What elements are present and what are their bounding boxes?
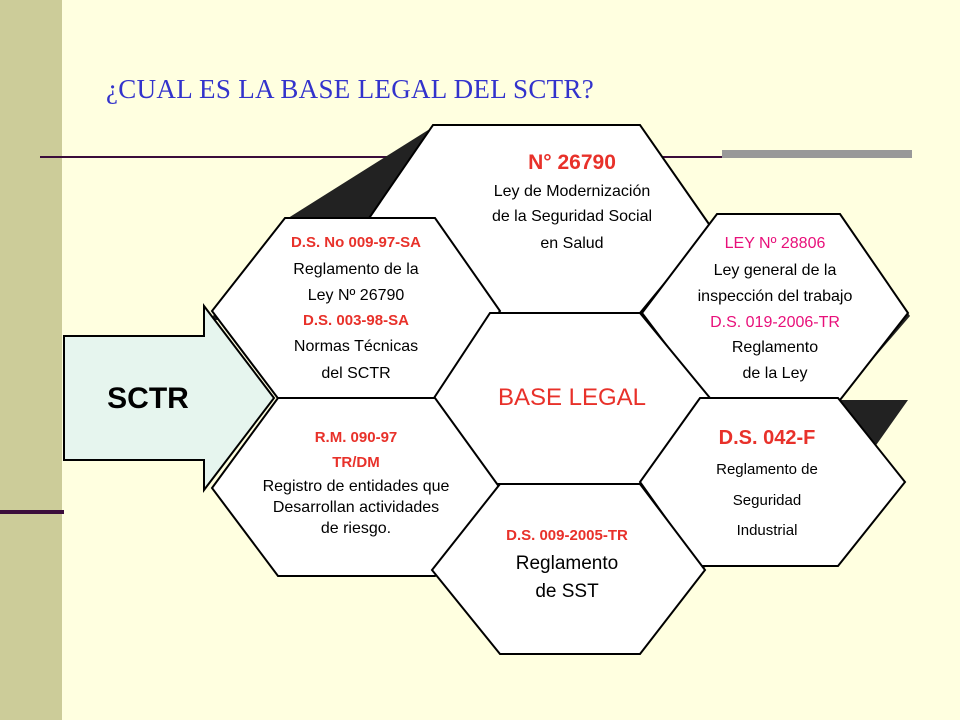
hex-upper-right-line-3: inspección del trabajo: [697, 288, 853, 305]
left-sidebar-band: [0, 0, 62, 720]
hex-top-line-3: en Salud: [540, 235, 604, 252]
hex-bottom-line-2: Reglamento: [515, 553, 619, 574]
center-label: BASE LEGAL: [497, 384, 647, 411]
hex-lower-left-line-2: TR/DM: [332, 454, 380, 471]
hex-lower-left-line-4: Desarrollan actividades: [272, 499, 440, 516]
slide-title: ¿CUAL ES LA BASE LEGAL DEL SCTR?: [106, 74, 595, 104]
title-rule-accent: [722, 150, 912, 158]
hex-top-line-1: Ley de Modernización: [493, 183, 651, 200]
hex-upper-right-line-4: D.S. 019-2006-TR: [710, 314, 840, 331]
sctr-arrow: [63, 303, 276, 493]
hex-upper-right-line-1: LEY Nº 28806: [724, 235, 826, 252]
hex-lower-right-line-2: Seguridad: [732, 492, 802, 509]
hex-upper-left-line-3: Ley Nº 26790: [307, 287, 405, 304]
hex-upper-left-line-2: Reglamento de la: [293, 261, 419, 278]
hex-lower-right-heading: D.S. 042-F: [718, 427, 816, 449]
hex-upper-right-line-6: de la Ley: [742, 365, 808, 382]
hex-lower-right-line-3: Industrial: [736, 522, 798, 539]
hex-top-heading: N° 26790: [528, 151, 616, 174]
hex-upper-right-line-2: Ley general de la: [713, 262, 837, 279]
hex-lower-left: [210, 397, 502, 577]
hex-upper-left-line-6: del SCTR: [321, 365, 391, 382]
hex-upper-left-line-1: D.S. No 009-97-SA: [290, 234, 422, 251]
hex-top-line-2: de la Seguridad Social: [491, 208, 653, 225]
hex-bottom-line-3: de SST: [535, 581, 599, 602]
hex-upper-left-line-5: Normas Técnicas: [293, 338, 419, 355]
hex-upper-right-line-5: Reglamento: [731, 339, 819, 356]
hex-lower-right: [638, 397, 907, 567]
hex-lower-left-line-1: R.M. 090-97: [314, 429, 398, 446]
hex-lower-right-line-1: Reglamento de: [716, 461, 818, 478]
hex-upper-left-line-4: D.S. 003-98-SA: [303, 312, 409, 329]
arrow-label: SCTR: [107, 382, 189, 415]
hex-lower-left-line-5: de riesgo.: [320, 520, 392, 537]
hex-lower-left-line-3: Registro de entidades que: [262, 478, 450, 495]
hex-bottom: [430, 483, 707, 655]
hex-bottom-line-1: D.S. 009-2005-TR: [506, 527, 628, 544]
sidebar-divider: [0, 510, 64, 514]
